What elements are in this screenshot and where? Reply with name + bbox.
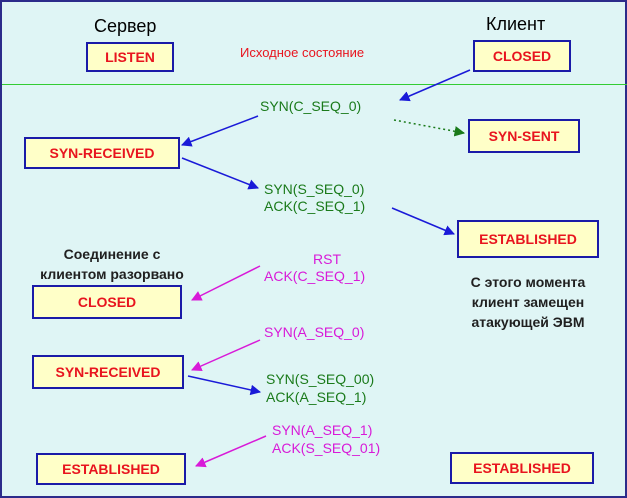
arrow-client-closed-to-syn bbox=[399, 69, 471, 102]
connection-broken-note-line-2: клиентом разорвано bbox=[40, 266, 184, 282]
message-syn-a-seq-1: SYN(A_SEQ_1) bbox=[272, 422, 373, 438]
connection-broken-note-line-1: Соединение с bbox=[63, 246, 161, 262]
arrow-server-syn-received-to-synack-2 bbox=[187, 375, 262, 396]
arrow-attacker-ack-to-server-established bbox=[195, 435, 267, 468]
client-state-established-1: ESTABLISHED bbox=[457, 220, 599, 258]
client-header: Клиент bbox=[486, 14, 546, 34]
message-syn-s-seq-0: SYN(S_SEQ_0) bbox=[264, 181, 365, 197]
client-state-closed: CLOSED bbox=[473, 40, 571, 72]
client-replaced-note: С этого момента клиент замещен атакующей… bbox=[442, 272, 614, 332]
message-syn-c-seq-0: SYN(C_SEQ_0) bbox=[260, 98, 362, 114]
initial-state-label: Исходное состояние bbox=[240, 45, 365, 60]
client-replaced-note-line-2: клиент замещен bbox=[471, 294, 585, 310]
client-state-established-2: ESTABLISHED bbox=[450, 452, 594, 484]
arrow-synack-to-client-established bbox=[391, 207, 455, 236]
message-rst-ack-c-seq-1: ACK(C_SEQ_1) bbox=[264, 268, 366, 284]
server-header: Сервер bbox=[94, 16, 157, 36]
server-state-syn-received-1: SYN-RECEIVED bbox=[24, 137, 180, 169]
initial-state-divider bbox=[2, 84, 627, 85]
server-state-listen: LISTEN bbox=[86, 42, 174, 72]
connection-broken-note: Соединение с клиентом разорвано bbox=[18, 244, 206, 284]
message-ack-c-seq-1: ACK(C_SEQ_1) bbox=[264, 198, 366, 214]
arrow-syn-to-client-syn-sent bbox=[393, 119, 466, 137]
server-state-established: ESTABLISHED bbox=[36, 453, 186, 485]
arrow-rst-to-server-closed bbox=[191, 265, 261, 301]
arrow-server-syn-received-to-synack bbox=[181, 157, 259, 190]
message-rst: RST bbox=[313, 251, 341, 267]
message-ack-s-seq-01: ACK(S_SEQ_01) bbox=[272, 440, 381, 456]
client-replaced-note-line-1: С этого момента bbox=[470, 274, 586, 290]
arrow-syn-to-server-syn-received bbox=[181, 115, 259, 147]
message-syn-a-seq-0: SYN(A_SEQ_0) bbox=[264, 324, 365, 340]
client-state-syn-sent: SYN-SENT bbox=[468, 119, 580, 153]
arrow-attacker-syn-to-server-syn-received bbox=[191, 339, 261, 371]
message-syn-s-seq-00: SYN(S_SEQ_00) bbox=[266, 371, 375, 387]
server-state-syn-received-2: SYN-RECEIVED bbox=[32, 355, 184, 389]
message-ack-a-seq-1: ACK(A_SEQ_1) bbox=[266, 389, 367, 405]
server-state-closed: CLOSED bbox=[32, 285, 182, 319]
client-replaced-note-line-3: атакующей ЭВМ bbox=[471, 314, 585, 330]
